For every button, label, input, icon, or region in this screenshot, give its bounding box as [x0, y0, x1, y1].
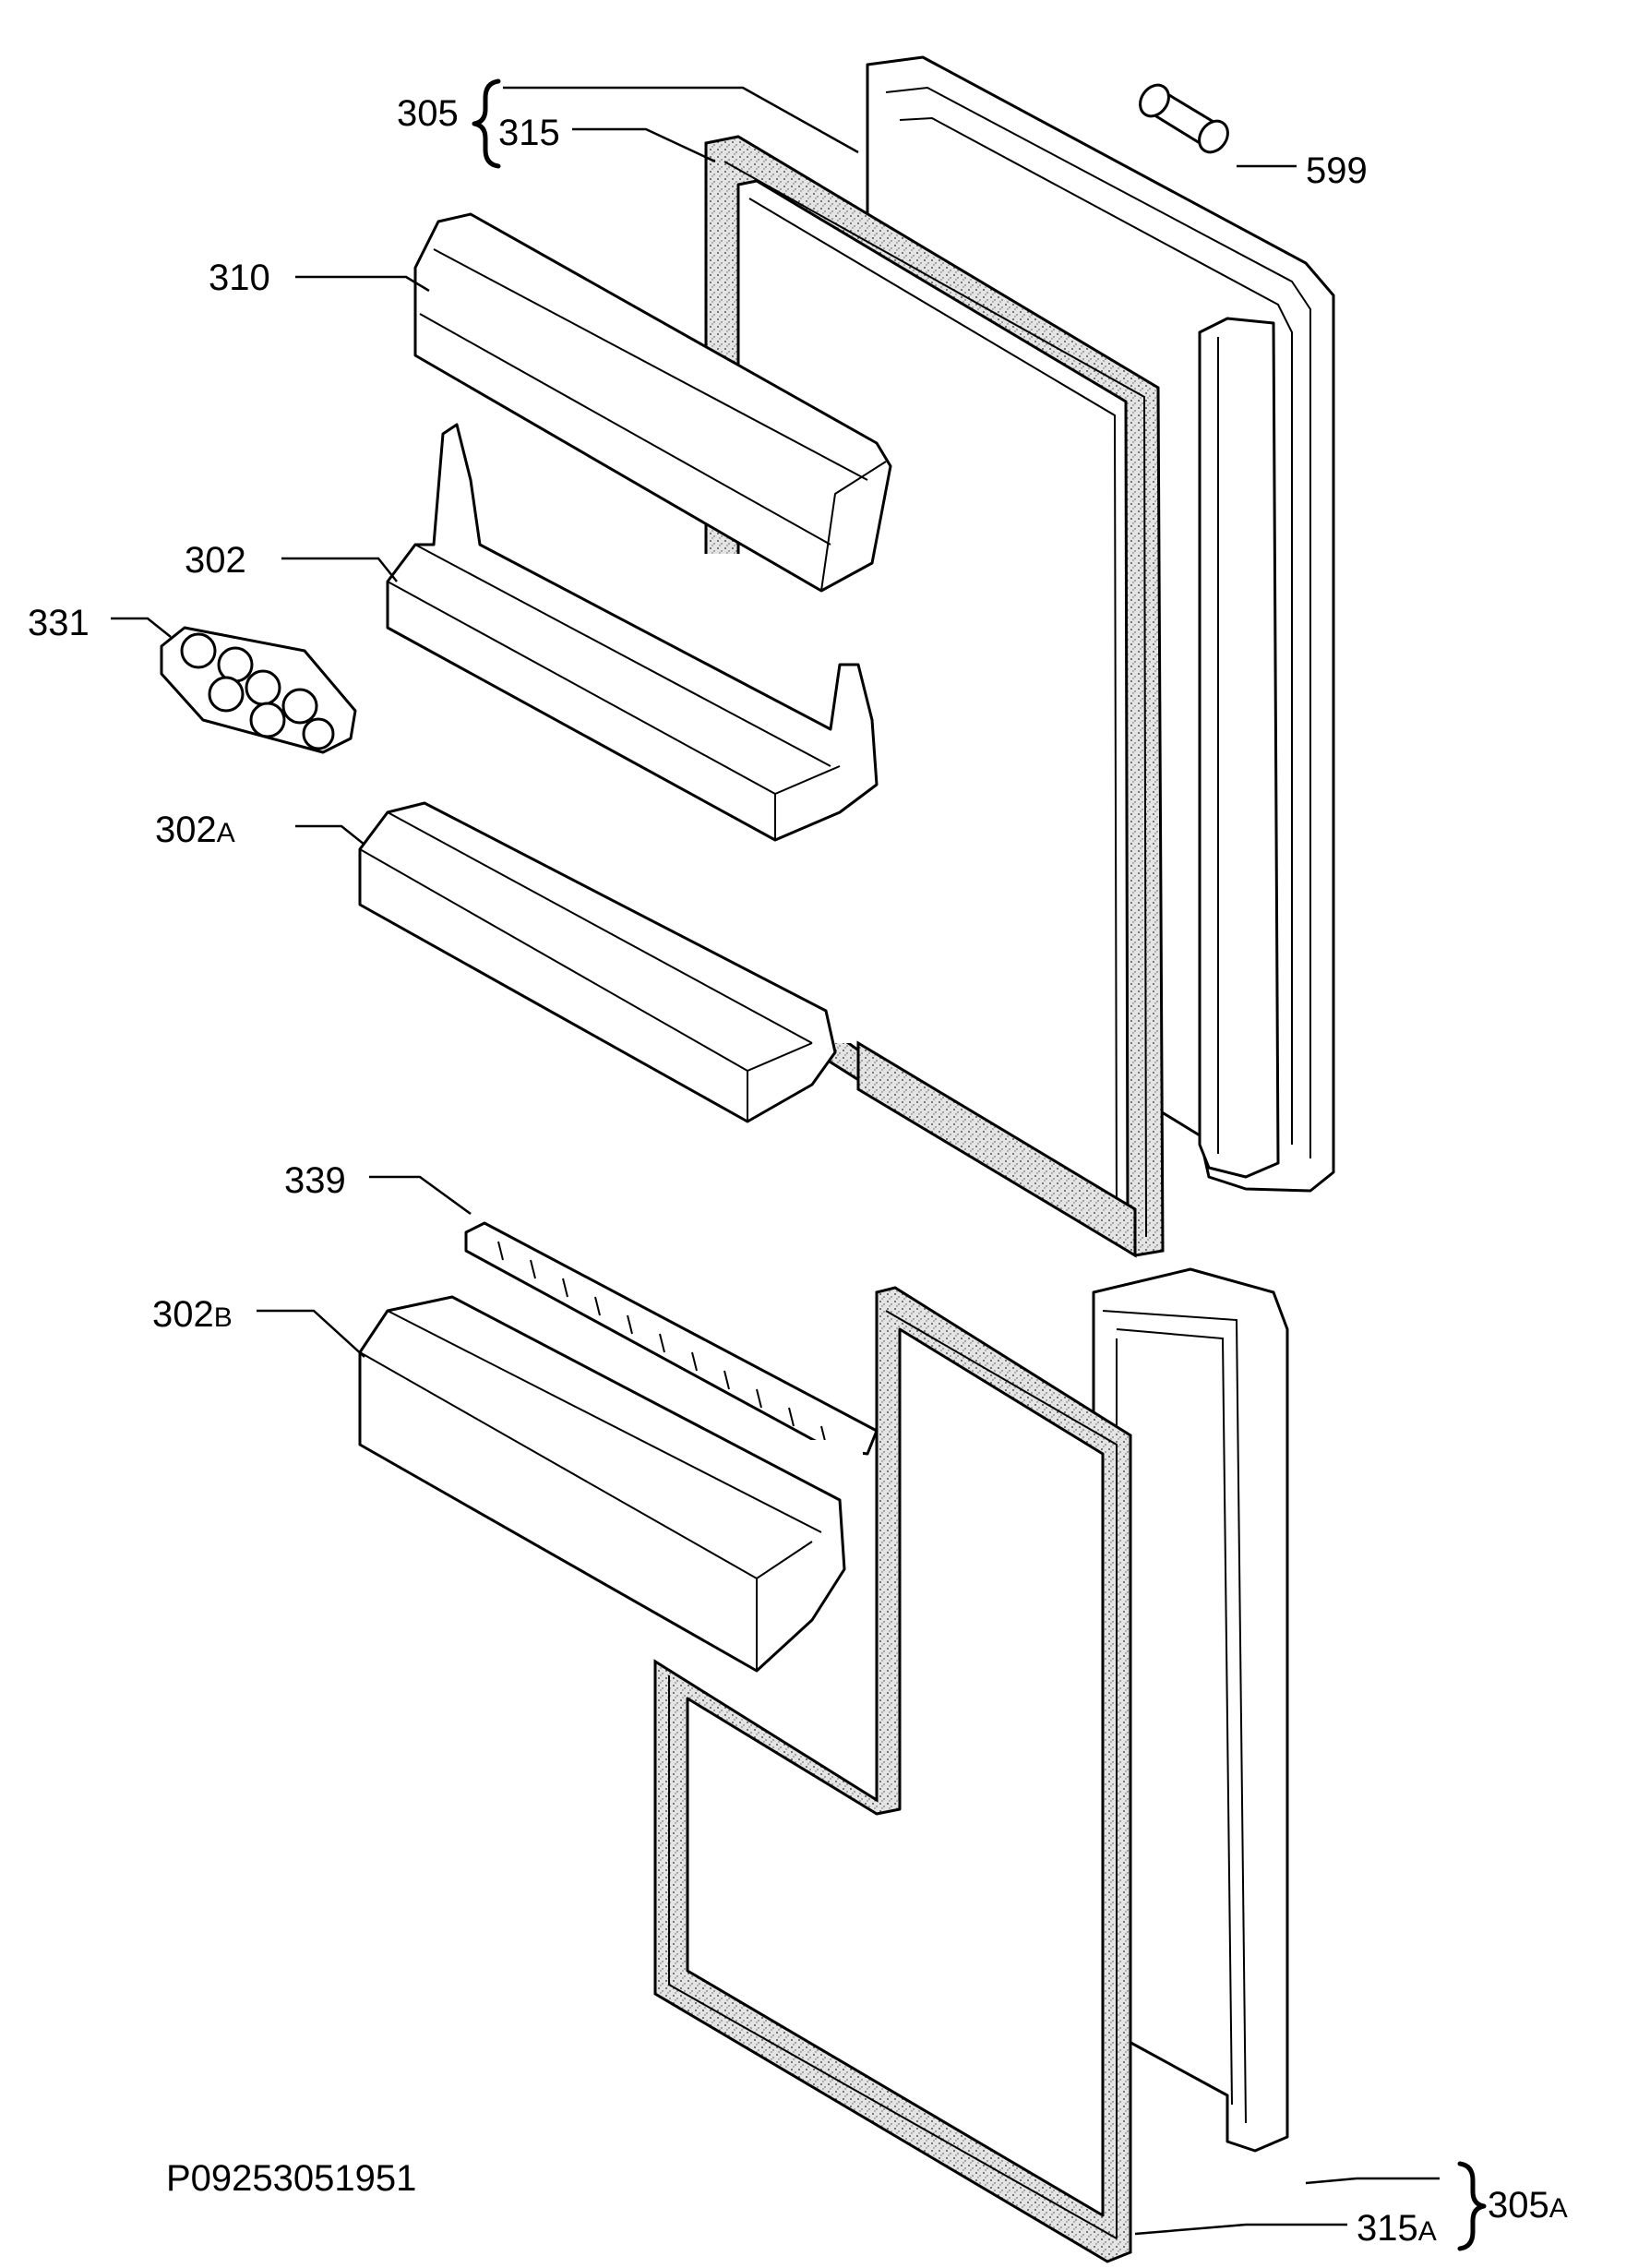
door-shelf-302 [386, 423, 879, 842]
lower-gasket [653, 1286, 1132, 2263]
callout-302a: 302A [155, 810, 235, 850]
callout-305a-suffix: A [1549, 2193, 1568, 2224]
callout-339: 339 [284, 1160, 346, 1201]
callout-302b: 302B [152, 1294, 233, 1335]
lower-door-panel [1092, 1267, 1289, 2153]
callout-305: 305 [397, 93, 459, 134]
callout-599: 599 [1306, 150, 1368, 191]
callout-315a: 315A [1357, 2208, 1437, 2249]
callout-305a-number: 305 [1488, 2185, 1549, 2226]
upper-gasket-lower-edge [856, 1040, 1137, 1258]
leader-lines [111, 86, 1440, 2236]
callout-302b-suffix: B [214, 1302, 233, 1333]
callout-305a: 305A [1488, 2185, 1568, 2226]
drawing-code: P09253051951 [166, 2158, 416, 2199]
brace-305 [472, 78, 501, 169]
callout-331: 331 [28, 603, 90, 643]
callout-302b-number: 302 [152, 1294, 214, 1335]
door-shelf-302a [358, 801, 837, 1123]
callout-315a-suffix: A [1418, 2216, 1437, 2247]
bottle-rack [464, 1221, 879, 1456]
callout-302a-number: 302 [155, 810, 217, 850]
egg-tray [160, 626, 357, 754]
callout-315: 315 [498, 113, 560, 153]
brace-305a [1457, 2161, 1487, 2251]
callout-302a-suffix: A [217, 818, 235, 848]
hinge-pin [1139, 83, 1229, 154]
callout-310: 310 [209, 258, 270, 298]
callout-302: 302 [185, 540, 246, 581]
callout-315a-number: 315 [1357, 2208, 1418, 2249]
dairy-compartment-cover [413, 212, 892, 593]
door-shelf-302b [358, 1295, 846, 1673]
